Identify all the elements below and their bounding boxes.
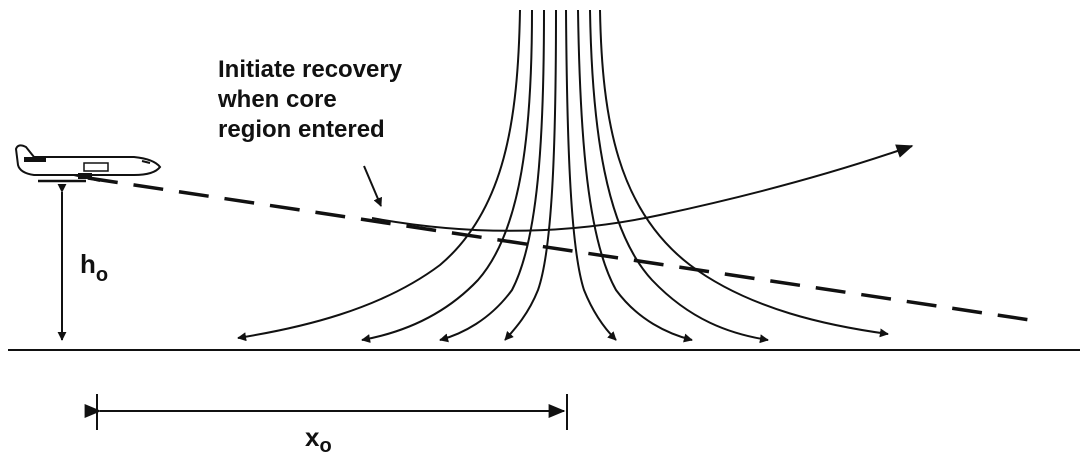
annotation-line-3: region entered <box>218 116 385 143</box>
downburst-streamlines <box>237 9 889 344</box>
streamline <box>589 9 769 344</box>
streamline <box>504 9 557 341</box>
distance-label: xo <box>305 422 332 456</box>
glideslope-dashed-line <box>87 176 1031 322</box>
altitude-label: ho <box>80 249 108 286</box>
streamline <box>361 9 533 343</box>
streamline <box>577 9 693 343</box>
recovery-flight-path <box>371 144 914 232</box>
annotation-pointer-arrow <box>363 165 382 207</box>
streamline <box>237 9 521 342</box>
streamline <box>599 9 889 338</box>
streamline <box>565 9 617 341</box>
annotation-line-2: when core <box>217 86 337 113</box>
annotation-line-1: Initiate recovery <box>218 56 403 83</box>
streamline <box>439 9 545 343</box>
airplane-icon <box>14 144 162 182</box>
